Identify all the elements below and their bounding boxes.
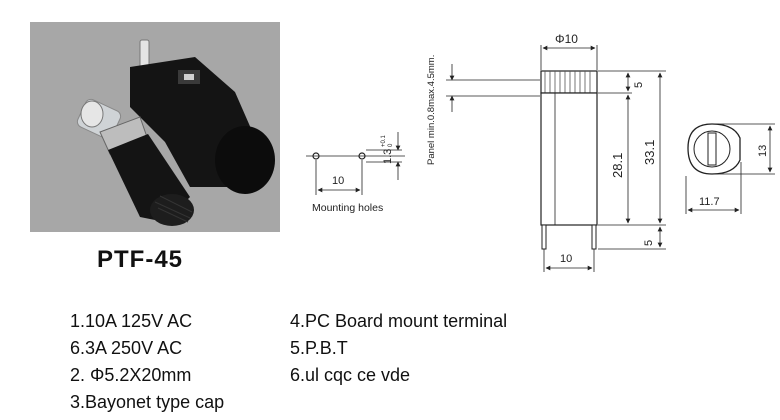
hole-diameter-tol-low: 0 — [388, 143, 394, 147]
body-height-value: 28.1 — [610, 153, 625, 178]
specs-column-2: 4.PC Board mount terminal 5.P.B.T 6.ul c… — [290, 308, 507, 389]
terminal-left — [541, 224, 547, 250]
base-width-value: 10 — [560, 253, 572, 265]
specs-column-1: 1.10A 125V AC 6.3A 250V AC 2. Φ5.2X20mm … — [70, 308, 224, 416]
cap-height-value: 5 — [633, 82, 645, 88]
top-view-drawing: 11.7 13 — [685, 123, 775, 214]
cap-outline — [540, 70, 598, 94]
terminal-right — [591, 224, 597, 250]
side-view-drawing: Φ10 5 28.1 33.1 5 10 — [446, 32, 666, 272]
top-view-circle — [693, 130, 731, 168]
terminal-length-value: 5 — [643, 240, 655, 246]
cap-ridges — [154, 195, 193, 223]
top-view-height-value: 13 — [757, 145, 769, 157]
spec-item: 1.10A 125V AC — [70, 311, 193, 331]
cap-diameter-value: Φ10 — [555, 32, 578, 46]
top-view-width-value: 11.7 — [699, 196, 720, 208]
fuse-cap-end — [80, 100, 104, 128]
holder-window-glass — [184, 74, 194, 80]
hole-diameter-value: 1.3 — [382, 149, 394, 164]
spec-item: 5.P.B.T — [290, 338, 348, 358]
mounting-holes-label: Mounting holes — [312, 202, 383, 214]
spec-item: 2. Φ5.2X20mm — [70, 365, 192, 385]
total-height-value: 33.1 — [642, 140, 657, 165]
cap-knurl-lines — [544, 71, 591, 93]
panel-note: Panel min.0.8max.4.5mm. — [426, 55, 437, 165]
top-view-slot — [707, 132, 717, 166]
spec-item: 6.3A 250V AC — [70, 338, 183, 358]
spec-item: 6.ul cqc ce vde — [290, 365, 411, 385]
holder-end — [215, 126, 275, 194]
product-photo — [30, 22, 280, 232]
hole-diameter-tol-high: +0.1 — [381, 134, 387, 147]
spec-item: 3.Bayonet type cap — [70, 392, 225, 412]
spec-item: 4.PC Board mount terminal — [290, 311, 508, 331]
body-outline — [540, 92, 598, 226]
technical-drawings: 10 1.3 +0.1 0 Mounting holes Panel min.0… — [306, 32, 775, 272]
fuse-holder-illustration — [76, 39, 275, 226]
top-view-outer — [687, 123, 741, 175]
mounting-holes-drawing: 10 1.3 +0.1 0 Mounting holes — [306, 132, 405, 214]
hole-spacing-value: 10 — [332, 175, 344, 187]
model-label: PTF-45 — [97, 246, 184, 273]
